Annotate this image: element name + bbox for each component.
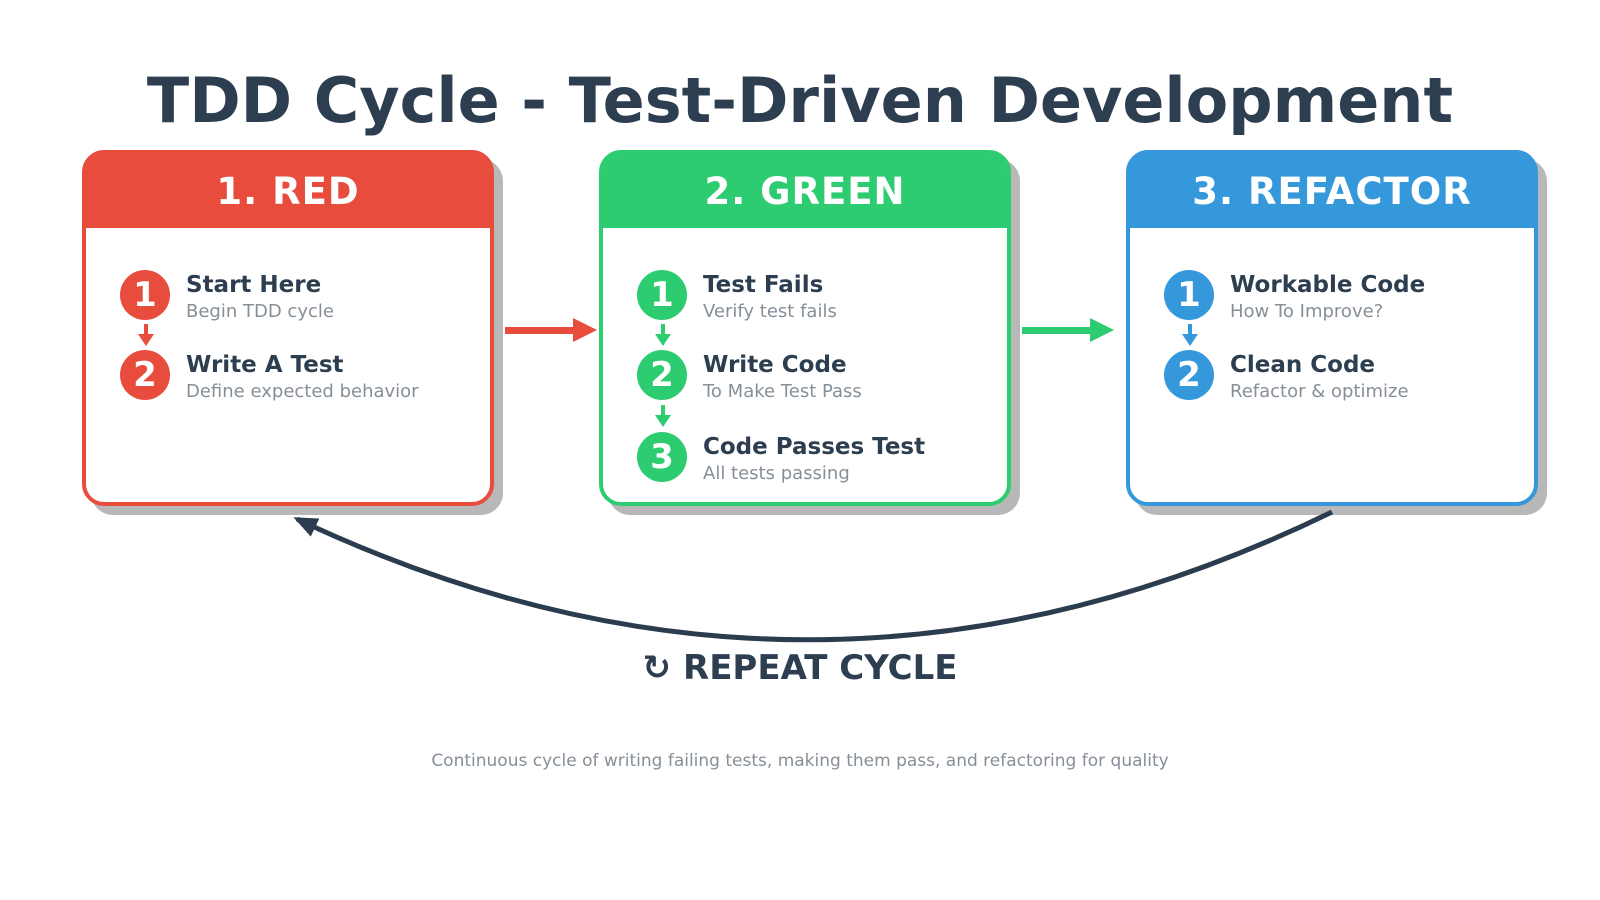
step-number-badge: 1 (120, 270, 170, 320)
card-green-step-1: 1 Test Fails Verify test fails (637, 270, 837, 324)
step-title: Test Fails (703, 272, 824, 298)
step-title: Write A Test (186, 352, 344, 378)
card-refactor-step-2: 2 Clean Code Refactor & optimize (1164, 350, 1409, 404)
arrow-right-icon (505, 315, 597, 345)
step-number-badge: 1 (1164, 270, 1214, 320)
step-number-badge: 2 (637, 350, 687, 400)
card-green-header: 2. GREEN (603, 154, 1007, 228)
card-refactor: 3. REFACTOR 1 Workable Code How To Impro… (1126, 150, 1538, 506)
step-subtitle: To Make Test Pass (703, 381, 862, 402)
step-subtitle: Refactor & optimize (1230, 381, 1409, 402)
step-title: Workable Code (1230, 272, 1426, 298)
step-subtitle: Begin TDD cycle (186, 301, 334, 322)
card-green: 2. GREEN 1 Test Fails Verify test fails … (599, 150, 1011, 506)
card-red-header: 1. RED (86, 154, 490, 228)
step-title: Code Passes Test (703, 434, 926, 460)
step-subtitle: How To Improve? (1230, 301, 1384, 322)
down-arrow-icon (1182, 324, 1198, 346)
diagram-caption: Continuous cycle of writing failing test… (431, 751, 1169, 771)
card-red-step-1: 1 Start Here Begin TDD cycle (120, 270, 334, 324)
card-red-step-2: 2 Write A Test Define expected behavior (120, 350, 419, 404)
card-red: 1. RED 1 Start Here Begin TDD cycle 2 Wr… (82, 150, 494, 506)
step-number-badge: 2 (1164, 350, 1214, 400)
step-title: Start Here (186, 272, 322, 298)
card-green-step-2: 2 Write Code To Make Test Pass (637, 350, 862, 404)
repeat-icon: ↻ (642, 648, 672, 688)
down-arrow-icon (138, 324, 154, 346)
repeat-cycle-label: ↻ REPEAT CYCLE (0, 648, 1600, 689)
arrow-right-icon (1022, 315, 1114, 345)
page-title: TDD Cycle - Test-Driven Development (146, 63, 1454, 137)
step-subtitle: All tests passing (703, 463, 850, 484)
step-number-badge: 2 (120, 350, 170, 400)
card-refactor-header: 3. REFACTOR (1130, 154, 1534, 228)
repeat-cycle-text: REPEAT CYCLE (683, 648, 958, 688)
step-number-badge: 3 (637, 432, 687, 482)
step-number-badge: 1 (637, 270, 687, 320)
down-arrow-icon (655, 405, 671, 427)
step-title: Clean Code (1230, 352, 1376, 378)
down-arrow-icon (655, 324, 671, 346)
step-subtitle: Verify test fails (703, 301, 837, 322)
step-subtitle: Define expected behavior (186, 381, 419, 402)
step-title: Write Code (703, 352, 847, 378)
card-refactor-step-1: 1 Workable Code How To Improve? (1164, 270, 1425, 324)
card-green-step-3: 3 Code Passes Test All tests passing (637, 432, 925, 486)
